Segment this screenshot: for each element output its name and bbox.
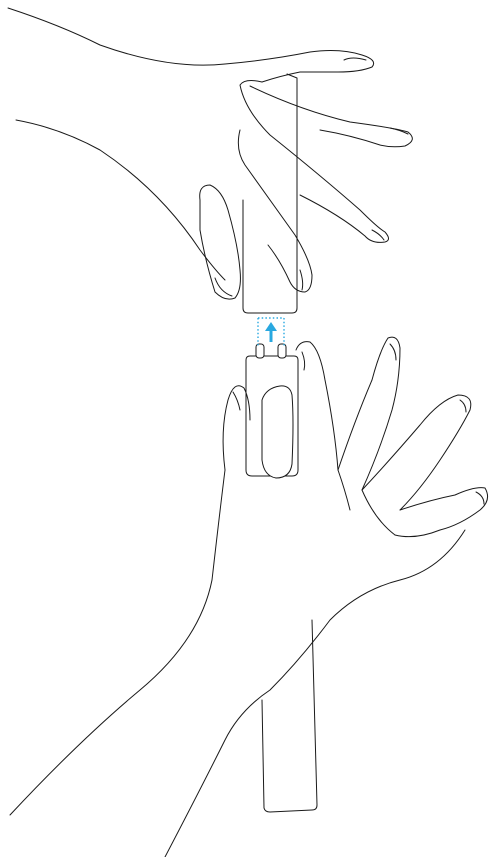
pin-left [256, 344, 264, 358]
upper-hand-icon [8, 8, 412, 299]
device-top-part-icon [243, 74, 297, 313]
insert-arrow-icon [258, 318, 284, 346]
pin-right [278, 344, 286, 358]
